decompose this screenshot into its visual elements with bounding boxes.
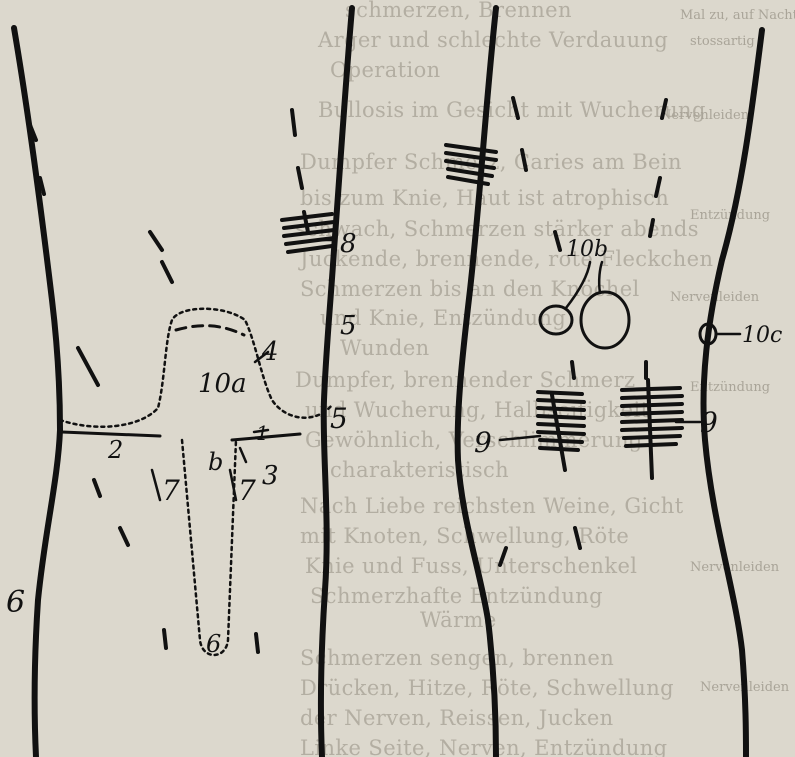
- hatch-area-8: [282, 214, 334, 252]
- label-9-left: 9: [474, 426, 492, 459]
- label-2: 2: [107, 436, 123, 464]
- knee-dashed-inner: [176, 326, 244, 335]
- label-b: b: [208, 448, 223, 476]
- hatch-area-9-right: [622, 380, 682, 478]
- dash-mark: [164, 630, 166, 648]
- dash-mark: [94, 480, 100, 496]
- leader-9-left: [500, 436, 540, 440]
- dash-mark: [120, 528, 128, 545]
- label-10a: 10a: [198, 369, 247, 399]
- label-5-upper: 5: [340, 311, 357, 341]
- right-leg-outer-contour: [704, 30, 762, 757]
- dash-mark: [555, 232, 560, 250]
- label-1: 1: [256, 421, 269, 445]
- hatch-area-9-left: [538, 392, 584, 470]
- label-10b: 10b: [566, 237, 608, 262]
- dash-mark: [298, 168, 302, 188]
- dash-mark: [500, 548, 506, 565]
- dash-mark: [575, 528, 580, 548]
- hatch-area-top: [446, 145, 496, 184]
- leader-3: [240, 448, 246, 462]
- label-6-shin: 6: [206, 630, 221, 658]
- label-7-left: 7: [162, 474, 180, 507]
- circle-10b-small: [540, 306, 572, 334]
- label-10c: 10c: [742, 323, 782, 348]
- dash-mark: [662, 100, 666, 118]
- dash-mark: [292, 110, 295, 135]
- dash-mark: [256, 634, 258, 652]
- dash-mark: [572, 362, 574, 378]
- label-5-lower: 5: [330, 402, 348, 435]
- dash-mark: [162, 262, 172, 282]
- dash-mark: [150, 232, 162, 250]
- dash-mark: [650, 220, 653, 236]
- dash-mark: [513, 98, 518, 118]
- label-4: 4: [261, 337, 279, 367]
- dash-mark: [78, 348, 98, 385]
- leader-7a: [152, 470, 160, 500]
- label-3: 3: [262, 461, 279, 491]
- label-7-right: 7: [238, 474, 256, 507]
- left-leg-inner-contour: [321, 8, 352, 757]
- label-6: 6: [6, 585, 25, 620]
- dash-mark: [656, 178, 660, 196]
- circle-10b-large: [581, 292, 629, 348]
- label-8: 8: [340, 229, 357, 259]
- dash-mark: [522, 150, 526, 170]
- label-9-right: 9: [700, 406, 718, 439]
- leader-10b-large: [599, 262, 602, 293]
- right-leg-inner-contour: [458, 8, 496, 757]
